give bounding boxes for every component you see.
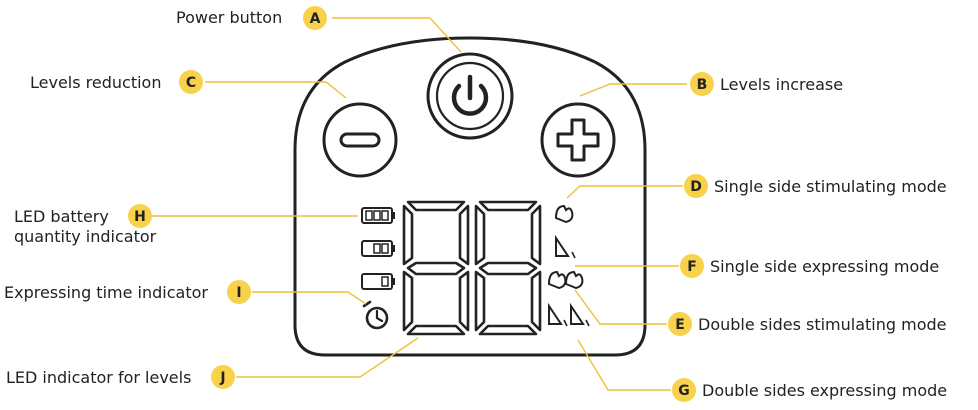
leader-line-c (205, 81, 347, 99)
callout-a-label: Power button (176, 8, 282, 27)
callout-b: B Levels increase (690, 72, 843, 96)
stimulate-icon (554, 204, 574, 224)
timer-icon (362, 300, 389, 330)
callout-h-label-line2: quantity indicator (14, 227, 157, 246)
battery-indicator-low (361, 273, 395, 290)
callout-h-label-line1: LED battery (14, 207, 109, 226)
minus-button[interactable] (322, 102, 398, 178)
callout-f-label: Single side expressing mode (710, 257, 939, 276)
callout-e-label: Double sides stimulating mode (698, 315, 947, 334)
callout-c-letter: C (186, 75, 196, 91)
callout-j-letter: J (219, 370, 225, 386)
leader-line-e (574, 289, 667, 325)
callout-i-letter: I (236, 285, 241, 301)
callout-g-letter: G (678, 383, 690, 399)
callout-c-label: Levels reduction (30, 73, 161, 92)
minus-icon (339, 132, 381, 148)
callout-g: G Double sides expressing mode (672, 378, 947, 402)
plus-button[interactable] (540, 102, 616, 178)
callout-h: LED battery quantity indicator H (14, 204, 157, 246)
callout-d-label: Single side stimulating mode (714, 177, 947, 196)
leader-line-g (577, 339, 671, 391)
double-stimulate-icon (547, 270, 584, 290)
callout-b-label: Levels increase (720, 75, 843, 94)
callout-e-letter: E (675, 317, 685, 333)
seven-segment-digit-1 (402, 200, 470, 336)
callout-h-letter: H (134, 209, 146, 225)
express-icon (555, 234, 576, 259)
callout-i-label: Expressing time indicator (4, 283, 208, 302)
leader-line-j (236, 337, 419, 378)
leader-line-i (252, 291, 367, 305)
device-body (293, 36, 647, 357)
leader-line-a (332, 17, 462, 53)
callout-f: F Single side expressing mode (680, 254, 939, 278)
callout-j: LED indicator for levels J (6, 365, 235, 389)
double-express-icon (548, 302, 590, 327)
callout-d-letter: D (690, 179, 702, 195)
leader-line-d (566, 185, 683, 199)
callout-g-label: Double sides expressing mode (702, 381, 947, 400)
power-button[interactable] (426, 52, 514, 140)
callout-a-letter: A (310, 11, 321, 27)
callout-b-letter: B (697, 77, 708, 93)
callout-i: Expressing time indicator I (4, 280, 251, 304)
seven-segment-digit-2 (474, 200, 542, 336)
callout-d: D Single side stimulating mode (684, 174, 947, 198)
callout-e: E Double sides stimulating mode (668, 312, 947, 336)
plus-icon (556, 118, 600, 162)
callout-a: Power button A (176, 6, 327, 30)
callout-j-label: LED indicator for levels (6, 368, 191, 387)
callout-f-letter: F (687, 259, 697, 275)
battery-indicator-full (361, 207, 395, 224)
battery-indicator-medium (361, 240, 395, 257)
callout-c: Levels reduction C (30, 70, 203, 94)
leader-line-b (579, 83, 687, 97)
power-icon (451, 74, 489, 116)
